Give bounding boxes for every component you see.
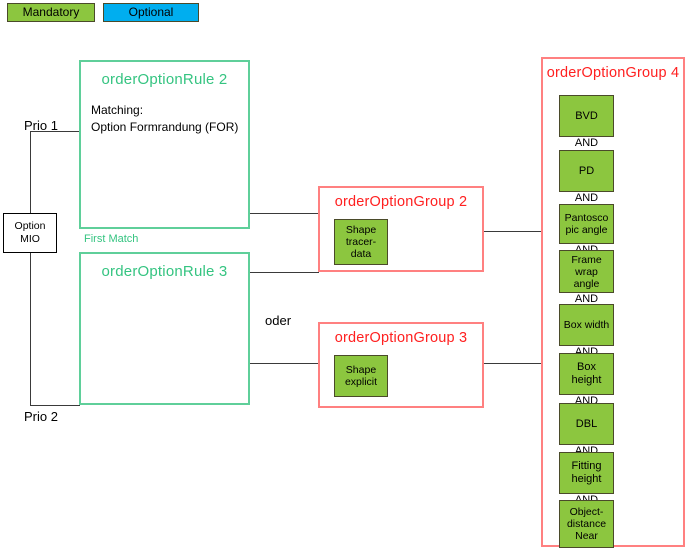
option-chip-dbl[interactable]: DBL	[559, 403, 614, 445]
prio-1-connector	[30, 131, 80, 132]
rule-3-to-group-2-connector	[250, 272, 318, 273]
order-option-group-4-title: orderOptionGroup 4	[546, 65, 680, 81]
order-option-rule-2-body-line2: Option Formrandung (FOR)	[91, 120, 239, 134]
root-spine-lower	[30, 253, 31, 405]
order-option-group-3[interactable]: orderOptionGroup 3 Shape explicit	[318, 322, 484, 408]
root-spine-upper	[30, 131, 31, 213]
and-connector-6: AND	[574, 395, 599, 407]
order-option-rule-3-title: orderOptionRule 3	[101, 263, 228, 280]
option-chip-box-height[interactable]: Box height	[559, 353, 614, 395]
group-3-to-group-4-connector	[484, 363, 542, 364]
order-option-group-3-title: orderOptionGroup 3	[334, 330, 468, 346]
option-chip-object-distance-near[interactable]: Object- distance Near	[559, 500, 614, 548]
and-connector-2: AND	[574, 192, 599, 204]
option-chip-frame-wrap-angle[interactable]: Frame wrap angle	[559, 250, 614, 293]
option-chip-shape-explicit[interactable]: Shape explicit	[334, 355, 388, 397]
option-chip-pantoscopic-angle[interactable]: Pantosco pic angle	[559, 204, 614, 244]
prio-1-label: Prio 1	[24, 118, 58, 133]
oder-label: oder	[265, 313, 292, 328]
order-option-rule-2-title: orderOptionRule 2	[101, 71, 228, 88]
and-connector-4: AND	[574, 293, 599, 305]
option-chip-bvd[interactable]: BVD	[559, 95, 614, 137]
and-connector-5: AND	[574, 346, 599, 358]
order-option-group-2-title: orderOptionGroup 2	[334, 194, 468, 210]
option-mio-label-line1: Option	[14, 220, 46, 232]
order-option-group-2[interactable]: orderOptionGroup 2 Shape tracer- data	[318, 186, 484, 272]
and-connector-7: AND	[574, 445, 599, 457]
option-chip-shape-tracer-data[interactable]: Shape tracer- data	[334, 219, 388, 265]
option-mio-node[interactable]: Option MIO	[3, 213, 57, 253]
legend-optional: Optional	[103, 3, 199, 22]
legend-mandatory: Mandatory	[7, 3, 95, 22]
rule-2-to-group-2-connector	[250, 213, 318, 214]
order-option-group-4[interactable]: orderOptionGroup 4 BVD AND PD AND Pantos…	[541, 57, 685, 548]
prio-2-connector	[30, 405, 80, 406]
option-chip-fitting-height[interactable]: Fitting height	[559, 452, 614, 494]
prio-2-label: Prio 2	[24, 409, 58, 424]
first-match-label: First Match	[84, 233, 139, 245]
option-chip-pd[interactable]: PD	[559, 150, 614, 192]
option-chip-box-width[interactable]: Box width	[559, 304, 614, 346]
and-connector-1: AND	[574, 137, 599, 149]
order-option-rule-2[interactable]: orderOptionRule 2 Matching: Option Formr…	[79, 60, 250, 229]
order-option-rule-2-body-line1: Matching:	[91, 103, 144, 117]
order-option-rule-3[interactable]: orderOptionRule 3	[79, 252, 250, 405]
group-2-to-group-4-connector	[484, 231, 542, 232]
rule-3-to-group-3-connector	[250, 363, 318, 364]
option-mio-label-line2: MIO	[20, 233, 40, 245]
